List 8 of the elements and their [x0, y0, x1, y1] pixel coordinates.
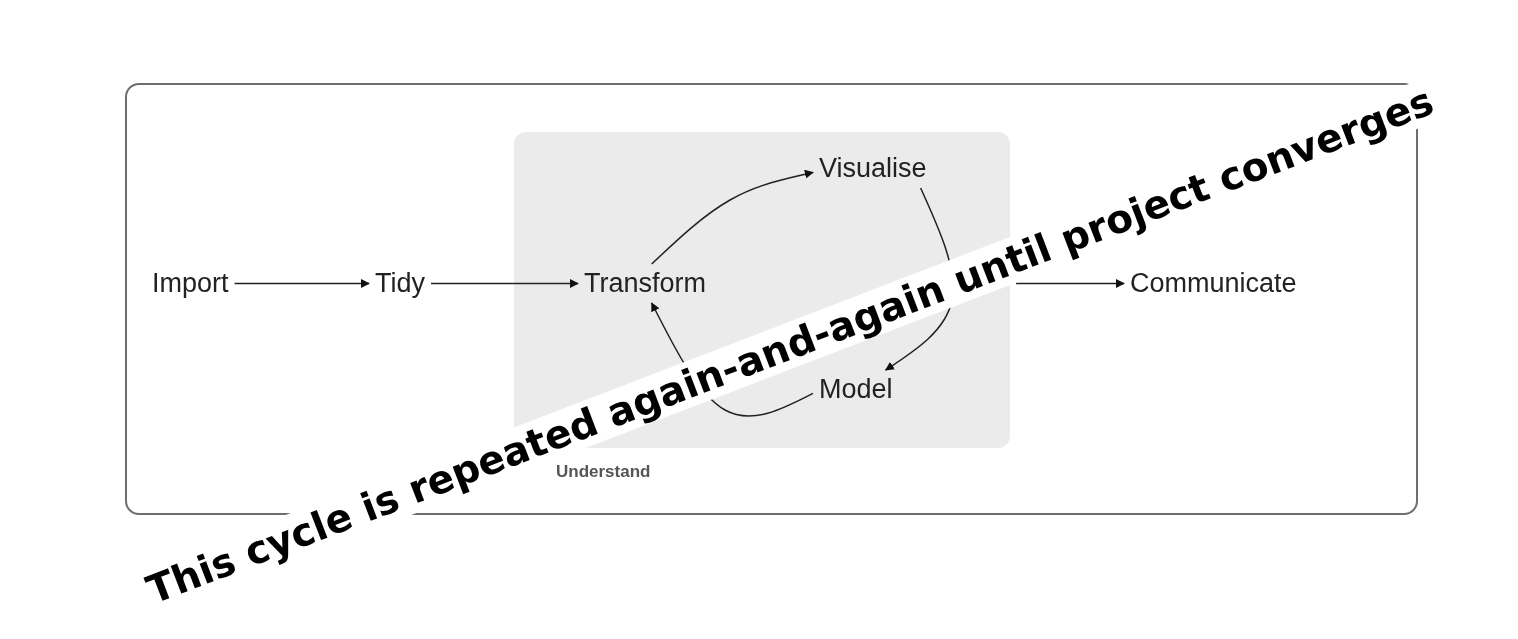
step-label: Tidy: [375, 268, 425, 299]
step-label: Import: [152, 268, 229, 299]
arrow: [430, 279, 579, 288]
step-label: Visualise: [819, 153, 927, 184]
arrow: [1015, 279, 1125, 288]
arrow: [650, 169, 814, 265]
step-label: Communicate: [1130, 268, 1297, 299]
arrow: [233, 279, 370, 288]
